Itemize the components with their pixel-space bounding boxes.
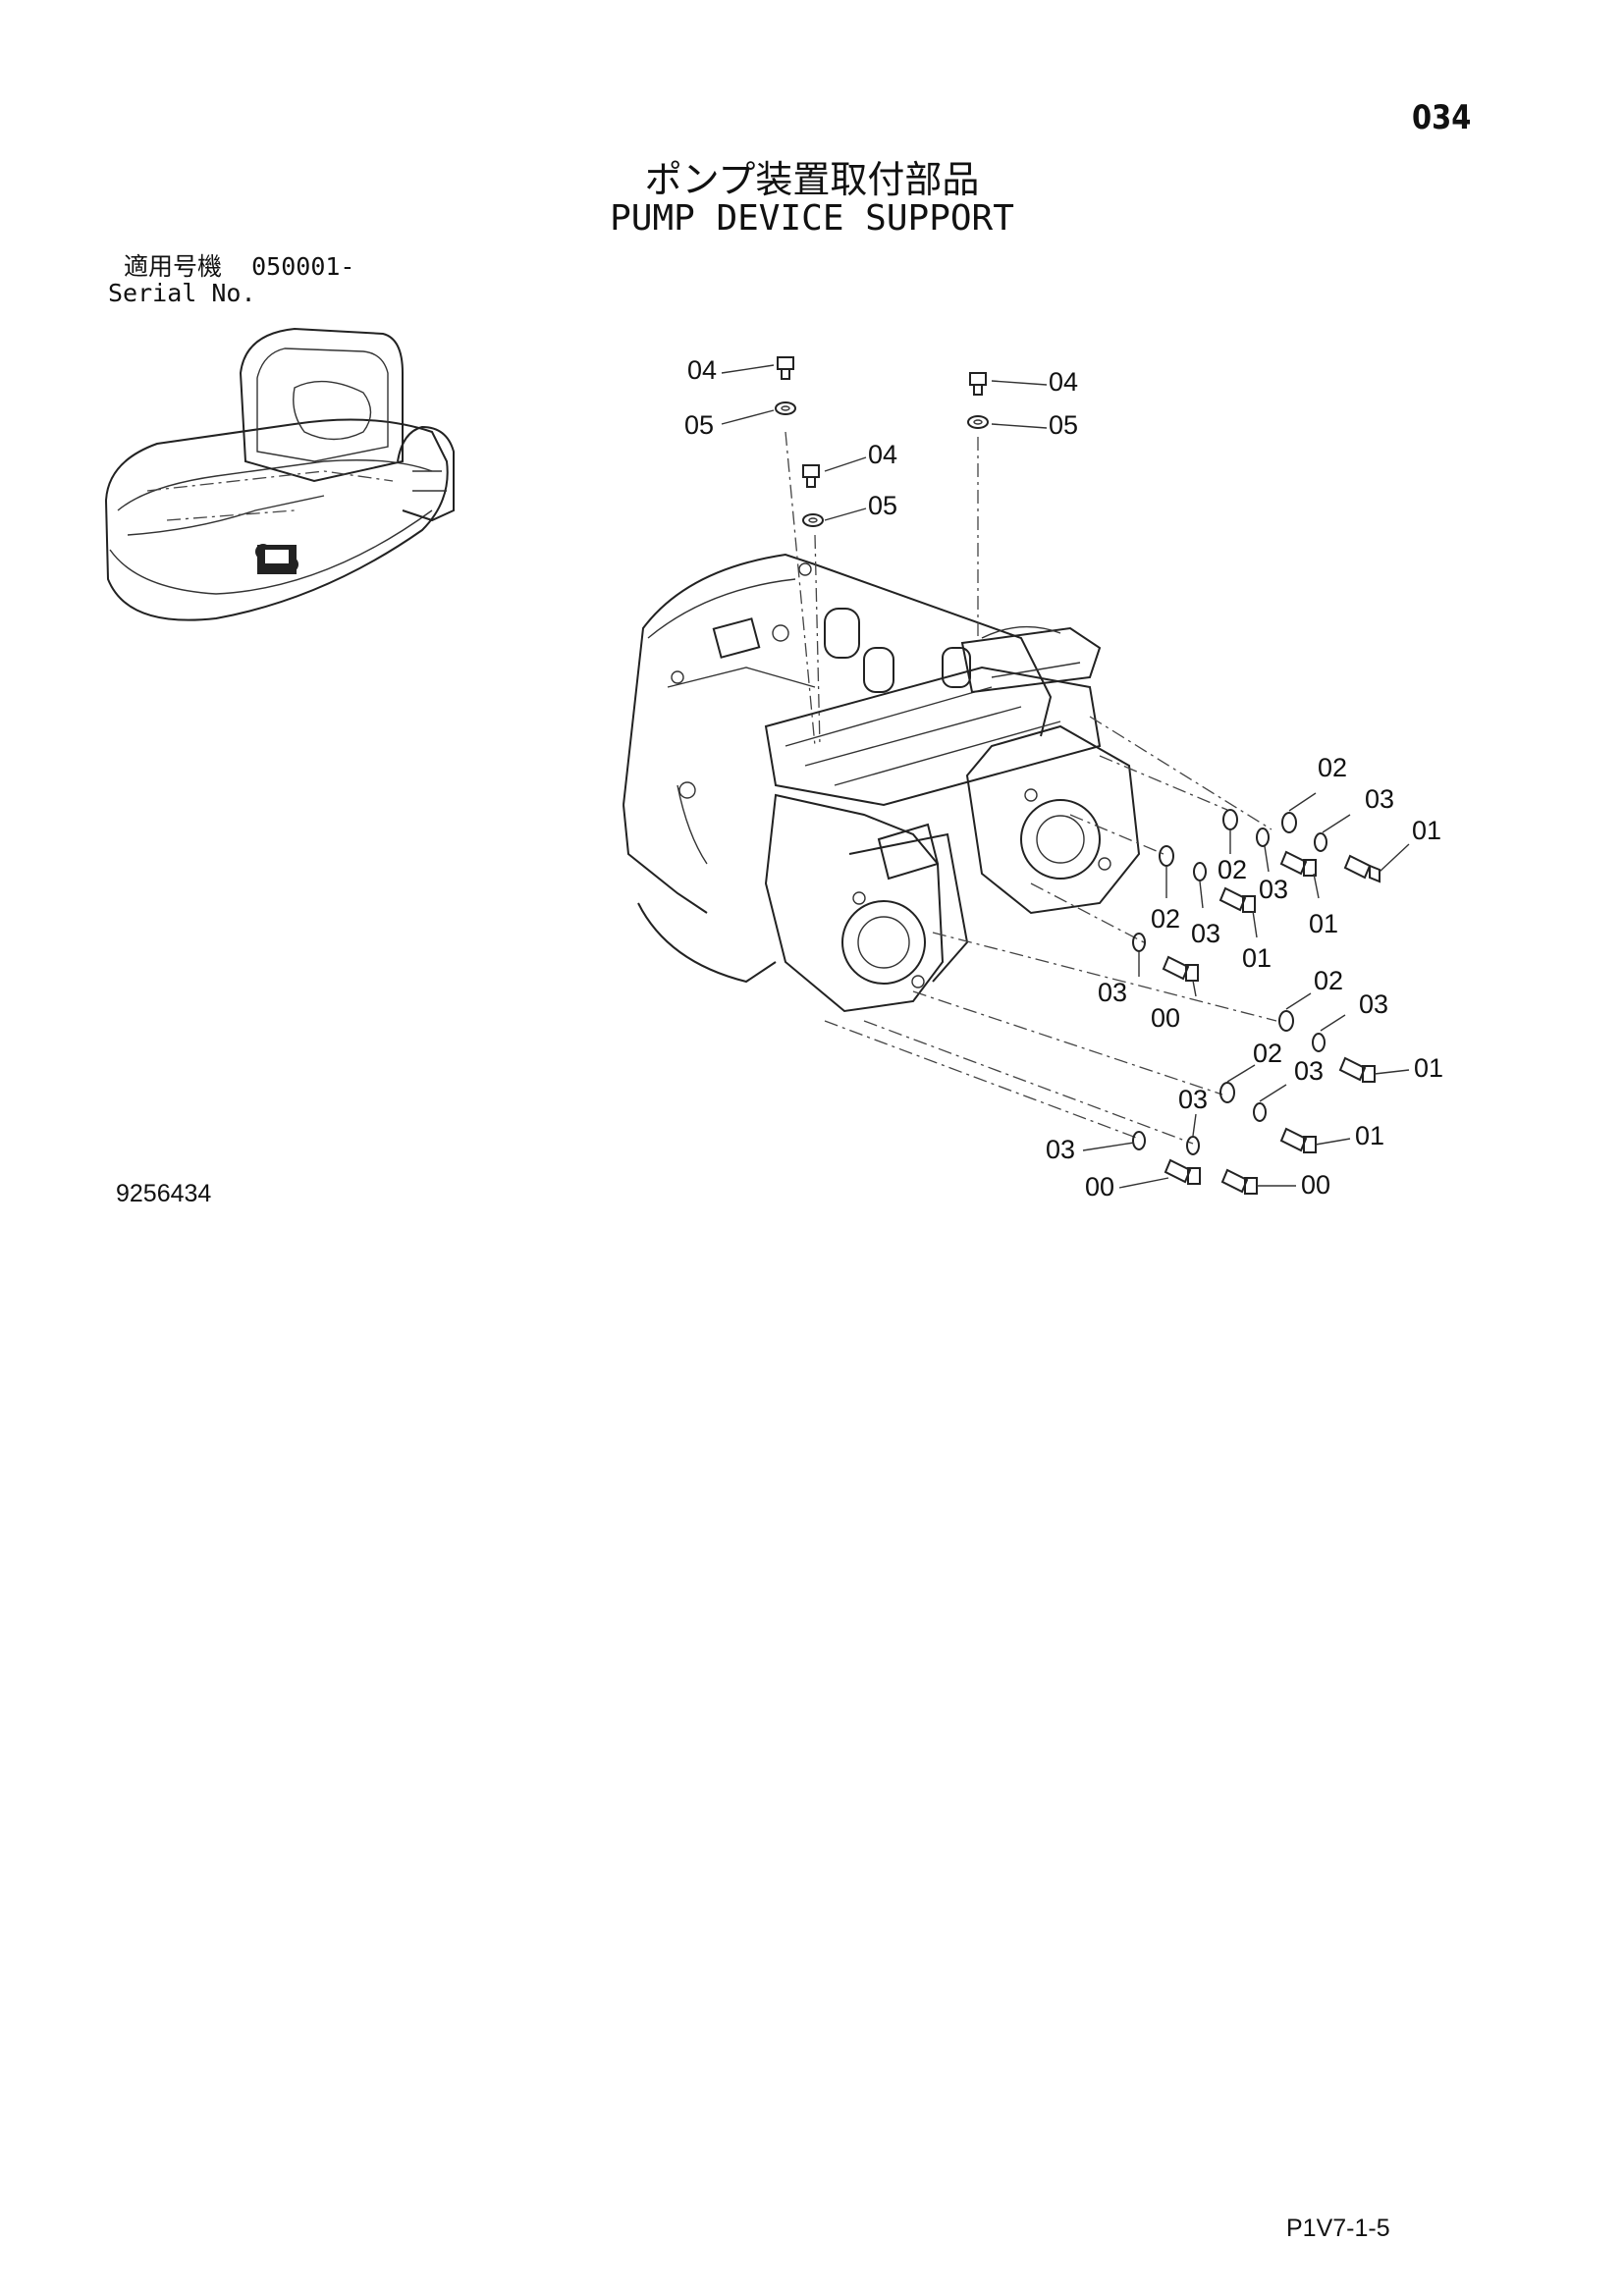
callout-label: 02 [1151, 904, 1180, 934]
bolt-04-b [969, 372, 987, 396]
bolt-00-3 [1220, 1168, 1258, 1195]
page-number: 034 [1412, 98, 1472, 137]
serial-value: 050001- [251, 252, 355, 281]
bolt-01-4 [1338, 1056, 1376, 1083]
washer-05-a [775, 401, 796, 415]
bolt-04-c [802, 464, 820, 488]
serial-label-en: Serial No. [108, 279, 256, 307]
bolt-01-1 [1343, 854, 1380, 883]
washer-02-4 [1278, 1010, 1294, 1032]
title-japanese: ポンプ装置取付部品 [644, 158, 980, 201]
callout-label: 00 [1151, 1003, 1180, 1033]
washer-05-c [802, 513, 824, 527]
washer-03-5 [1312, 1033, 1326, 1052]
washer-03-8 [1132, 1131, 1146, 1150]
fasteners [775, 356, 1380, 1195]
sheet-code: P1V7-1-5 [1286, 2215, 1390, 2242]
callout-label: 02 [1253, 1039, 1282, 1068]
washer-02-5 [1219, 1082, 1235, 1103]
washer-03-1 [1314, 832, 1327, 852]
washer-02-3 [1159, 845, 1174, 867]
callout-label: 04 [687, 355, 717, 385]
washer-05-b [967, 415, 989, 429]
washer-02-2 [1222, 809, 1238, 830]
leader-lines [785, 431, 1277, 1145]
callout-labels: 04 05 04 05 04 05 02 03 01 02 03 01 02 0… [684, 355, 1443, 1201]
bolt-00-2 [1164, 1158, 1201, 1185]
callout-leaders [721, 364, 1410, 1189]
washer-03-3 [1193, 862, 1207, 881]
callout-label: 00 [1085, 1172, 1114, 1201]
callout-label: 03 [1359, 989, 1388, 1019]
serial-block: 適用号機 050001- Serial No. [108, 253, 354, 306]
callout-label: 05 [684, 410, 714, 440]
title-english: PUMP DEVICE SUPPORT [610, 198, 1014, 239]
washer-02-1 [1281, 812, 1297, 833]
bolt-04-a [777, 356, 794, 380]
callout-label: 03 [1191, 919, 1220, 948]
serial-label-jp: 適用号機 [124, 252, 223, 281]
callout-label: 02 [1218, 855, 1247, 884]
callout-label: 04 [1049, 367, 1078, 397]
callout-label: 02 [1318, 753, 1347, 782]
pump-assembly-drawing [623, 553, 1141, 1013]
figure-number: 9256434 [116, 1180, 212, 1207]
callout-label: 00 [1301, 1170, 1330, 1200]
callout-label: 01 [1414, 1053, 1443, 1083]
callout-label: 03 [1365, 784, 1394, 814]
machine-location-thumbnail [104, 327, 455, 621]
callout-label: 01 [1242, 943, 1272, 973]
callout-label: 03 [1098, 978, 1127, 1007]
callout-label: 04 [868, 440, 897, 469]
callout-label: 03 [1046, 1135, 1075, 1164]
callout-label: 01 [1412, 816, 1441, 845]
callout-label: 01 [1355, 1121, 1384, 1150]
callout-label: 03 [1178, 1085, 1208, 1114]
washer-03-2 [1256, 828, 1270, 847]
bolt-01-5 [1279, 1127, 1317, 1153]
callout-label: 03 [1294, 1056, 1324, 1086]
washer-03-6 [1253, 1102, 1267, 1122]
callout-label: 05 [868, 491, 897, 520]
washer-03-4 [1132, 933, 1146, 952]
bolt-00-1 [1162, 955, 1199, 982]
callout-label: 02 [1314, 966, 1343, 995]
callout-label: 05 [1049, 410, 1078, 440]
pump-location-marker [255, 544, 298, 574]
bolt-01-2 [1279, 850, 1317, 877]
bolt-01-3 [1218, 886, 1256, 913]
callout-label: 01 [1309, 909, 1338, 938]
washer-03-7 [1186, 1136, 1200, 1155]
callout-label: 03 [1259, 875, 1288, 904]
